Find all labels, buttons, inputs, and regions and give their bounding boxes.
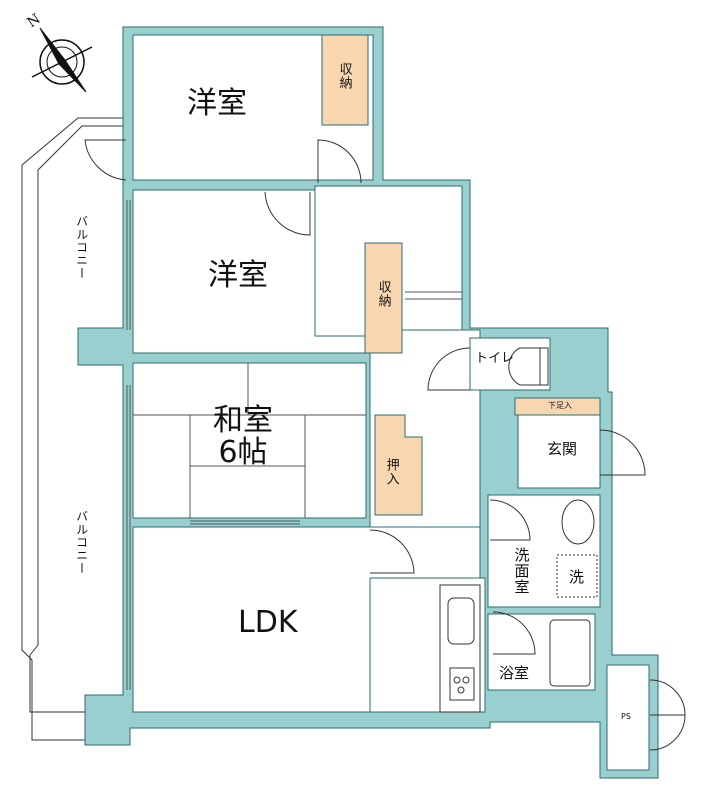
stove-icon	[449, 667, 475, 701]
ps-floor	[606, 664, 650, 771]
bathroom-label: 浴室	[499, 664, 530, 682]
doors	[84, 139, 686, 751]
door-ps-2	[649, 714, 686, 751]
door-bedroom2	[264, 191, 311, 236]
japanese-room-name: 和室	[213, 403, 273, 438]
washroom-label: 洗面室	[514, 546, 530, 596]
japanese-room-floor	[132, 362, 367, 519]
bedroom2-storage-label: 収納	[375, 280, 391, 308]
bedroom2-label: 洋室	[208, 258, 268, 293]
washbasin-icon	[561, 499, 595, 545]
bedroom1-label: 洋室	[187, 86, 247, 121]
tatami-lines	[133, 363, 366, 518]
door-entrance	[599, 429, 646, 476]
door-washroom	[489, 499, 531, 541]
bedroom2-storage	[364, 242, 403, 354]
door-bathroom	[492, 611, 536, 655]
bathtub-icon	[549, 619, 591, 687]
balcony	[21, 117, 123, 741]
fixtures	[439, 347, 598, 713]
toilet-label: トイレ	[475, 351, 515, 366]
shoe-storage-label: 下足入	[548, 401, 572, 410]
door-balcony	[84, 139, 127, 181]
ps-label: PS	[621, 712, 631, 721]
sink-icon	[447, 597, 475, 645]
door-ps-1	[649, 679, 686, 716]
toilet-bowl-icon	[508, 347, 549, 386]
oshiire-storage	[374, 414, 423, 516]
japanese-room-label: 和室 6帖	[213, 405, 273, 468]
bedroom1-storage	[321, 34, 369, 126]
balcony-upper-label: バルコニー	[74, 215, 89, 280]
washer-space	[556, 554, 598, 598]
ldk-label: LDK	[238, 605, 298, 640]
door-bedroom1	[317, 139, 362, 184]
windows	[126, 200, 462, 690]
balcony-lower-label: バルコニー	[74, 510, 89, 575]
bedroom1-storage-label: 収納	[336, 62, 352, 90]
oshiire-label: 押入	[383, 458, 399, 486]
japanese-room-size: 6帖	[218, 434, 268, 470]
door-toilet	[427, 347, 471, 391]
entrance-label: 玄関	[547, 440, 578, 458]
shoe-storage	[514, 397, 601, 416]
compass-icon	[31, 27, 93, 93]
washer-label: 洗	[569, 568, 585, 586]
door-japanese	[369, 529, 415, 574]
